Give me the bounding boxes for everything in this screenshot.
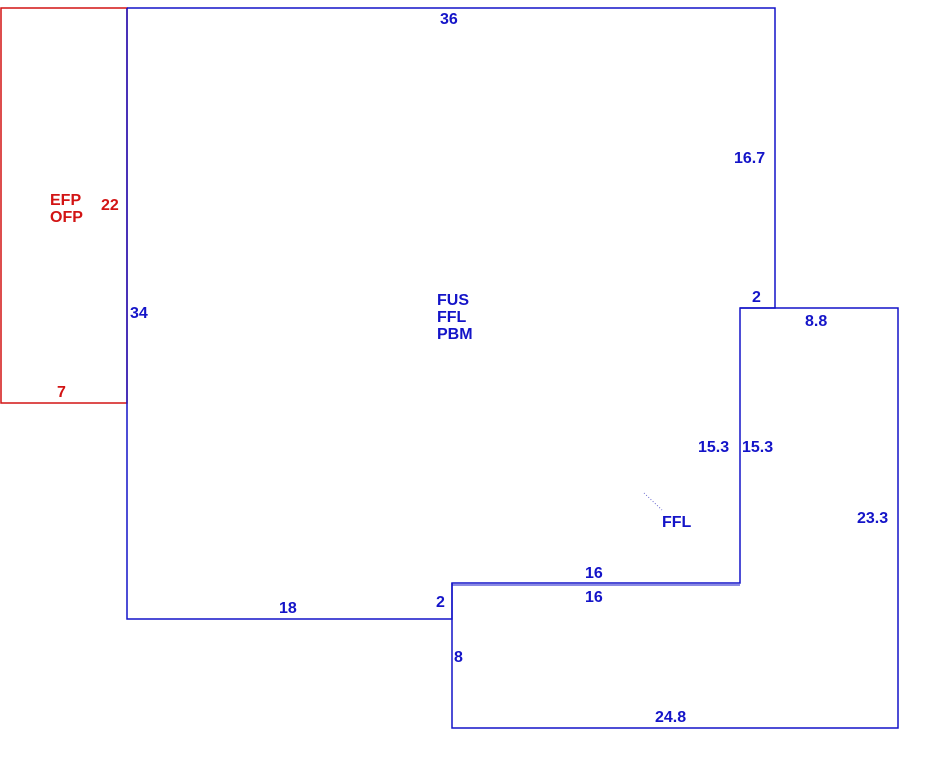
- porch-label-ofp: OFP: [50, 209, 83, 226]
- addition-dim-right: 23.3: [857, 510, 888, 527]
- addition-dim-top: 8.8: [805, 313, 827, 330]
- main-label-pbm: PBM: [437, 326, 473, 343]
- main-label-ffl: FFL: [437, 309, 467, 326]
- main-dim-inner-right: 15.3: [698, 439, 729, 456]
- main-dim-step-top: 2: [752, 289, 761, 306]
- addition-label-ffl: FFL: [662, 514, 692, 531]
- porch-dim-side: 22: [101, 197, 119, 214]
- main-label-fus: FUS: [437, 292, 469, 309]
- main-dim-bottom-left: 18: [279, 600, 297, 617]
- ffl-leader-line: [643, 492, 663, 511]
- addition-dim-bottom: 24.8: [655, 709, 686, 726]
- main-dim-right-upper: 16.7: [734, 150, 765, 167]
- addition-dim-inner-left: 15.3: [742, 439, 773, 456]
- porch-dim-bottom: 7: [57, 384, 66, 401]
- addition-dim-left: 8: [454, 649, 463, 666]
- addition-outline: [451, 307, 899, 729]
- addition-dim-inner-top: 16: [585, 589, 603, 606]
- main-dim-top: 36: [440, 11, 458, 28]
- main-dim-left: 34: [130, 305, 148, 322]
- main-area-outline: [126, 7, 776, 620]
- porch-label-efp: EFP: [50, 192, 81, 209]
- main-dim-inner-bottom: 16: [585, 565, 603, 582]
- main-dim-step-down: 2: [436, 594, 445, 611]
